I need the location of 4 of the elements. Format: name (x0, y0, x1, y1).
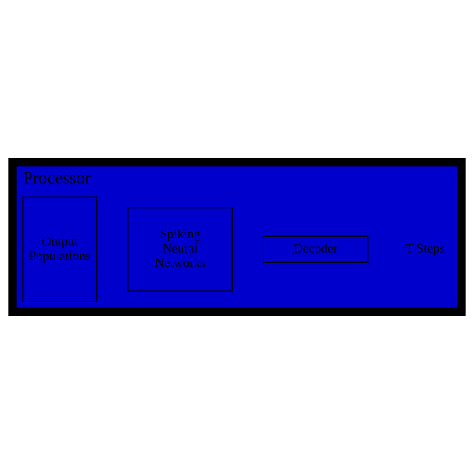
node-box: Output Populations (22, 196, 98, 302)
node-box: Spiking Neural Networks (127, 207, 233, 292)
node-box: Decoder (262, 236, 368, 263)
label: T Steps (405, 240, 445, 256)
